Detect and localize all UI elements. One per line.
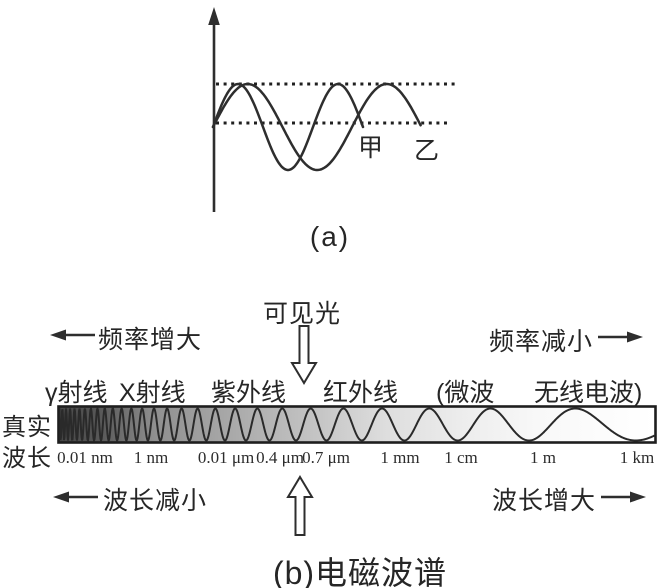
visible-light-down-arrow-icon	[290, 325, 318, 385]
caption-a: (a)	[309, 221, 351, 252]
wave-label-jia: 甲	[358, 134, 384, 162]
scale-1m: 1 m	[530, 448, 556, 467]
wave-jia-curve	[211, 82, 365, 172]
band-label-microwave: (微波	[436, 379, 495, 407]
scale-1mm: 1 mm	[380, 448, 420, 467]
wavelength-increase-arrow-icon	[601, 491, 646, 503]
visible-light-label: 可见光	[263, 300, 342, 328]
wavelength-increase-label: 波长增大	[492, 487, 597, 515]
freq-decrease-arrow-icon	[598, 331, 643, 343]
scale-0p01um: 0.01 μm	[197, 448, 255, 467]
freq-decrease-label: 频率减小	[489, 328, 594, 356]
wave-label-yi: 乙	[414, 137, 440, 165]
scale-0p4um: 0.4 μm	[256, 448, 304, 467]
scale-1cm: 1 cm	[444, 448, 478, 467]
axis-arrowhead-icon	[208, 7, 220, 25]
freq-increase-arrow-icon	[50, 329, 95, 341]
band-label-x-ray: X射线	[119, 379, 186, 407]
freq-increase-label: 频率增大	[98, 326, 203, 354]
scale-1nm: 1 nm	[133, 448, 169, 467]
wavelength-decrease-label: 波长减小	[103, 487, 208, 515]
actual-wavelength-label-line2: 波长	[2, 445, 52, 472]
band-label-infrared: 红外线	[323, 379, 399, 407]
scale-0p7um: 0.7 μm	[302, 448, 350, 467]
scale-0p01nm: 0.01 nm	[57, 448, 113, 467]
chirp-wave-curve	[59, 407, 655, 442]
fig-a-canvas	[208, 7, 456, 212]
caption-b: (b)电磁波谱	[272, 555, 448, 588]
wavelength-decrease-arrow-icon	[53, 491, 98, 503]
band-label-gamma-ray: γ射线	[45, 379, 108, 407]
actual-wavelength-label-line1: 真实	[2, 414, 52, 441]
band-label-radio-wave: 无线电波)	[534, 379, 643, 407]
band-label-ultraviolet: 紫外线	[211, 379, 287, 407]
spectrum-band	[57, 405, 657, 444]
visible-light-up-arrow-icon	[286, 475, 314, 536]
scale-1km: 1 km	[619, 448, 655, 467]
wave-yi-curve	[211, 82, 422, 172]
